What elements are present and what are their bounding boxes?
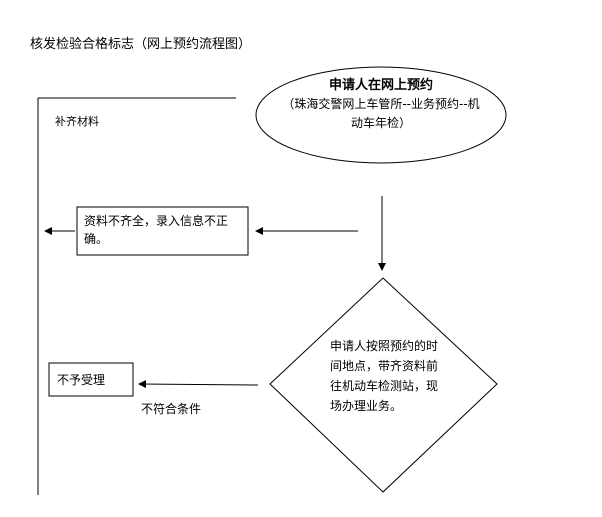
diagram-title: 核发检验合格标志（网上预约流程图） <box>30 37 252 52</box>
supplement-label: 补齐材料 <box>55 115 99 128</box>
decision-diamond <box>269 277 498 493</box>
start-node-text: 申请人在网上预约 （珠海交警网上车管所--业务预约--机动车年检） <box>278 76 484 133</box>
incomplete-box <box>76 206 249 256</box>
reject-node-text: 不予受理 <box>57 373 106 387</box>
reject-condition-label: 不符合条件 <box>141 402 202 416</box>
incomplete-node-text: 资料不齐全，录入信息不正确。 <box>84 214 229 246</box>
decision-node-text: 申请人按照预约的时间地点，带齐资料前往机动车检测站，现场办理业务。 <box>330 339 439 413</box>
start-node-heading: 申请人在网上预约 <box>328 78 433 93</box>
reject-box <box>48 362 134 397</box>
start-node-detail: （珠海交警网上车管所--业务预约--机动车年检） <box>282 97 480 130</box>
arrow-to-reject <box>138 380 259 389</box>
start-ellipse <box>255 66 507 164</box>
